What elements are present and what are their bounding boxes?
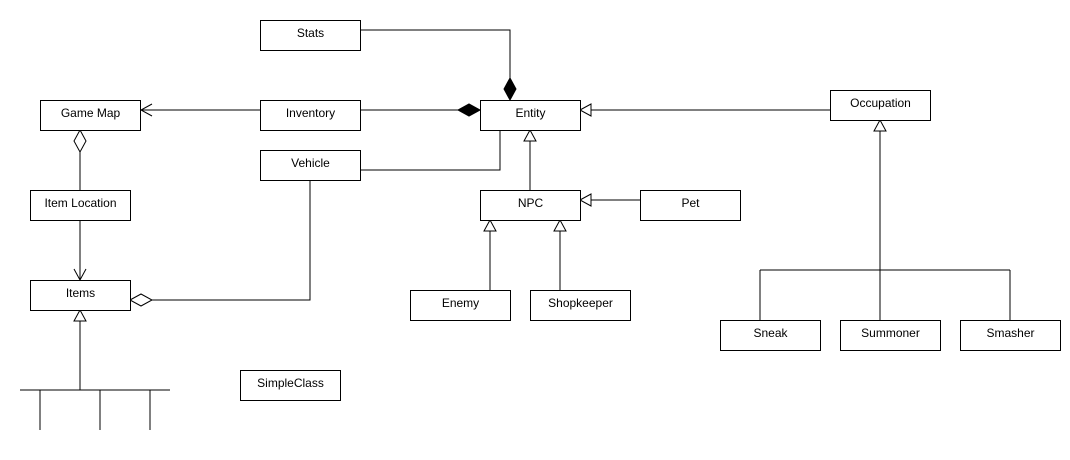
class-enemy[interactable]: Enemy (410, 290, 511, 321)
class-summoner-label: Summoner (861, 326, 920, 340)
class-simpleclass[interactable]: SimpleClass (240, 370, 341, 401)
triangle-shopkeeper-npc (553, 218, 567, 232)
class-occupation[interactable]: Occupation (830, 90, 931, 121)
arrowhead-open-gamemap (139, 103, 153, 117)
triangle-npc-entity (523, 128, 537, 142)
class-sneak[interactable]: Sneak (720, 320, 821, 351)
class-simpleclass-label: SimpleClass (257, 376, 324, 390)
class-pet[interactable]: Pet (640, 190, 741, 221)
edge-vehicle-entity (360, 130, 501, 171)
class-npc-label: NPC (517, 196, 544, 210)
class-shopkeeper[interactable]: Shopkeeper (530, 290, 631, 321)
class-game-map[interactable]: Game Map (40, 100, 141, 131)
class-item-location[interactable]: Item Location (30, 190, 131, 221)
triangle-occupation-entity (578, 103, 592, 117)
class-inventory[interactable]: Inventory (260, 100, 361, 131)
class-summoner[interactable]: Summoner (840, 320, 941, 351)
class-pet-label: Pet (681, 196, 700, 210)
triangle-subclasses-occupation (873, 118, 887, 132)
class-item-location-label: Item Location (44, 196, 117, 210)
diamond-hollow-items (128, 293, 154, 307)
class-items-label: Items (65, 286, 96, 300)
triangle-enemy-npc (483, 218, 497, 232)
class-shopkeeper-label: Shopkeeper (548, 296, 613, 310)
edge-stats-entity (360, 29, 511, 78)
class-entity-label: Entity (515, 106, 546, 120)
class-inventory-label: Inventory (285, 106, 336, 120)
class-sneak-label: Sneak (753, 326, 788, 340)
diamond-filled-stats-entity (503, 76, 517, 102)
class-occupation-label: Occupation (850, 96, 911, 110)
class-smasher-label: Smasher (986, 326, 1035, 340)
class-stats[interactable]: Stats (260, 20, 361, 51)
class-game-map-label: Game Map (60, 106, 121, 120)
class-stats-label: Stats (296, 26, 325, 40)
class-npc[interactable]: NPC (480, 190, 581, 221)
triangle-subclasses-items (73, 308, 87, 322)
class-vehicle-label: Vehicle (291, 156, 330, 170)
class-vehicle[interactable]: Vehicle (260, 150, 361, 181)
diamond-hollow-gamemap (73, 128, 87, 154)
class-smasher[interactable]: Smasher (960, 320, 1061, 351)
edge-vehicle-items (152, 180, 311, 301)
class-entity[interactable]: Entity (480, 100, 581, 131)
class-items[interactable]: Items (30, 280, 131, 311)
triangle-pet-npc (578, 193, 592, 207)
diamond-filled-inventory-entity (456, 103, 482, 117)
class-enemy-label: Enemy (441, 296, 480, 310)
